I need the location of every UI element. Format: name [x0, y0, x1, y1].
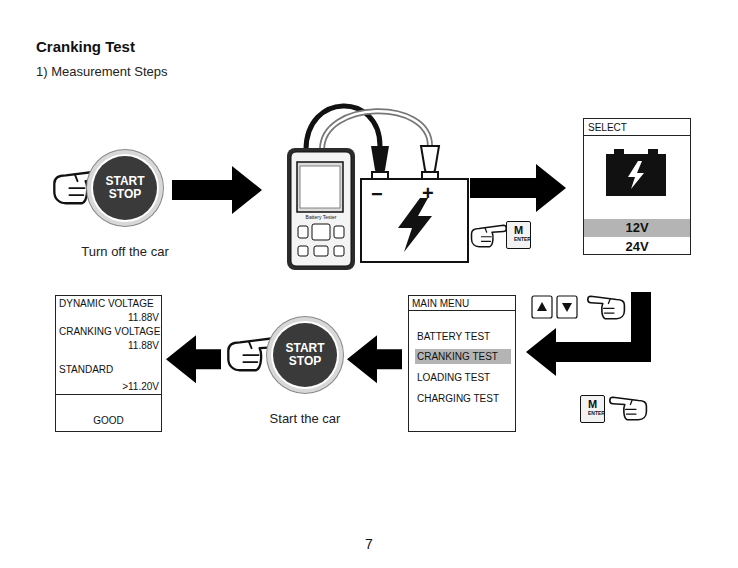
screen-text: GOOD — [56, 415, 161, 427]
screen-text: >11.20V — [59, 381, 159, 393]
start-stop-button: START STOPStart the car — [273, 323, 337, 387]
start-stop-button: START STOPTurn off the car — [93, 156, 157, 220]
screen-text: 11.88V — [59, 312, 159, 324]
part-label: Battery Tester — [296, 214, 346, 220]
screen-box: SELECT 12V24V — [583, 118, 691, 255]
screen-text: CRANKING VOLTAGE — [59, 326, 160, 338]
battery-icon — [606, 149, 666, 197]
subtitle: 1) Measurement Steps — [36, 64, 168, 79]
screen-text: 11.88V — [59, 340, 159, 352]
flow-arrow — [526, 292, 641, 376]
clamp — [371, 146, 389, 180]
down-key — [557, 296, 577, 318]
button-label: START STOP — [285, 323, 325, 387]
step-caption: Start the car — [243, 411, 367, 426]
enter-key: M ENTER — [506, 221, 531, 249]
screen-text: LOADING TEST — [415, 371, 511, 385]
button-label: START STOP — [105, 156, 145, 220]
screen-box: MAIN MENU BATTERY TEST CRANKING TEST LOADIN… — [408, 295, 516, 432]
screen-text: 24V — [584, 238, 690, 255]
clamp — [421, 146, 439, 180]
step-caption: Turn off the car — [63, 244, 187, 259]
part-label: + — [422, 182, 434, 205]
screen-text: SELECT — [584, 119, 690, 136]
screen-text: CHARGING TEST — [415, 392, 511, 406]
screen-text: CRANKING TEST — [415, 349, 511, 364]
divider-line — [56, 394, 161, 395]
lightning-bolt — [398, 198, 432, 252]
flow-arrow — [470, 164, 566, 212]
screen-box: DYNAMIC VOLTAGE 11.88V CRANKING VOLTAGE 11.… — [55, 295, 162, 432]
screen-text: STANDARD — [59, 364, 160, 376]
up-key — [532, 296, 552, 318]
page-title: Cranking Test — [36, 38, 135, 55]
screen-text: BATTERY TEST — [415, 330, 511, 344]
key-label: M ENTER — [507, 225, 530, 242]
key-label: M ENTER — [581, 399, 604, 416]
cable — [322, 111, 430, 150]
battery-tester — [287, 148, 355, 270]
flow-arrow — [347, 335, 402, 383]
flow-arrow — [166, 335, 221, 383]
battery — [361, 179, 468, 262]
page-number: 7 — [365, 536, 373, 552]
screen-text: 12V — [584, 219, 690, 237]
enter-key: M ENTER — [580, 395, 605, 423]
part-label: − — [371, 183, 383, 206]
pointing-hand — [472, 225, 507, 246]
flow-arrow — [172, 166, 262, 214]
pointing-hand — [588, 296, 625, 318]
screen-text: MAIN MENU — [409, 296, 515, 311]
screen-text: DYNAMIC VOLTAGE — [59, 298, 160, 310]
pointing-hand — [610, 397, 647, 419]
